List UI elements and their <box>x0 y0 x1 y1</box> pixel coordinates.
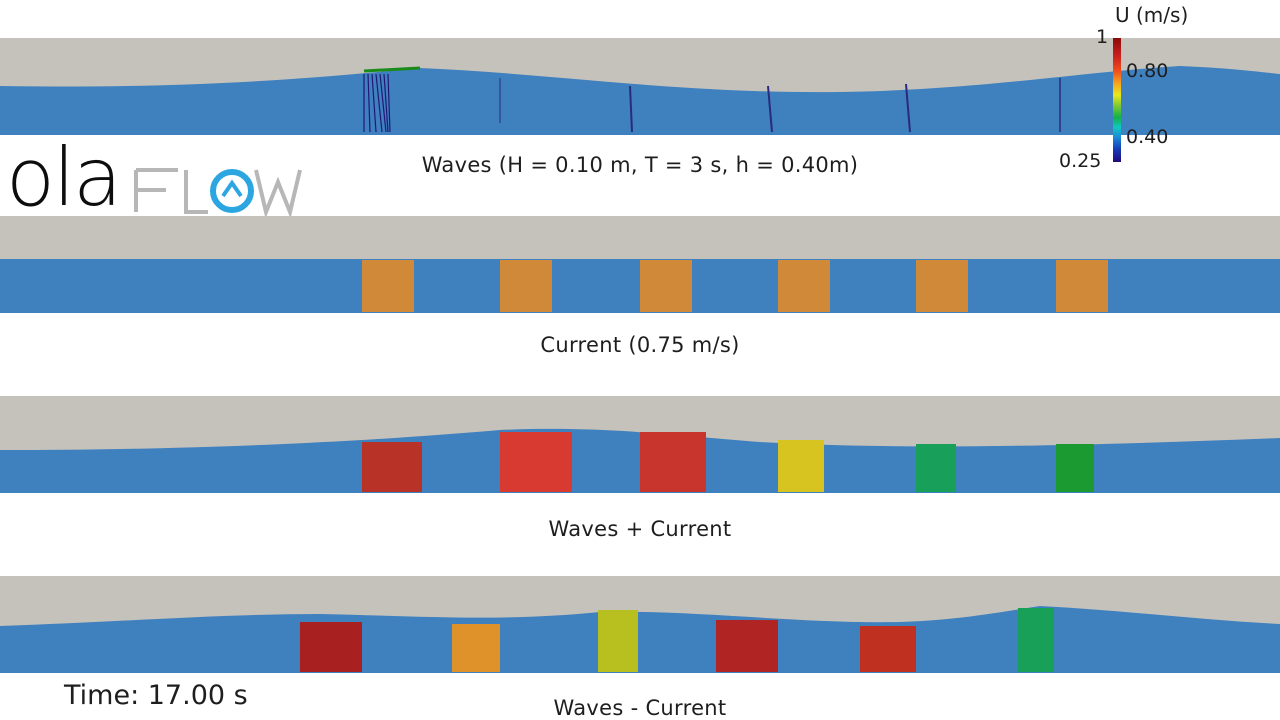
logo-ola-text: ola <box>6 131 122 224</box>
velocity-legend: U (m/s) 1 0.80 0.40 0.25 <box>1050 0 1280 180</box>
legend-tick-min: 0.25 <box>1059 150 1102 172</box>
panel-waves-scene <box>0 38 1280 135</box>
panel-waves-plus-current-scene <box>0 396 1280 493</box>
legend-tick-max: 1 <box>1096 26 1109 48</box>
panel-waves-minus-current <box>0 576 1280 676</box>
panel-waves-plus-current-caption: Waves + Current <box>548 517 732 541</box>
logo-flow-mark <box>134 168 302 219</box>
velocity-vectors <box>362 260 1108 312</box>
olaflow-logo: ola <box>6 131 306 224</box>
panel-waves-caption: Waves (H = 0.10 m, T = 3 s, h = 0.40m) <box>421 153 859 177</box>
panel-current <box>0 216 1280 316</box>
panel-current-caption: Current (0.75 m/s) <box>540 333 740 357</box>
panel-current-scene <box>0 216 1280 313</box>
panel-waves-plus-current <box>0 396 1280 496</box>
panel-waves-minus-current-caption: Waves - Current <box>553 696 727 720</box>
time-label: Time: 17.00 s <box>64 680 248 711</box>
legend-color-bar <box>1113 38 1121 162</box>
velocity-vectors <box>363 66 1061 133</box>
legend-tick-040: 0.40 <box>1126 126 1169 148</box>
legend-title: U (m/s) <box>1115 3 1189 27</box>
velocity-vectors <box>300 608 1054 672</box>
panel-waves <box>0 38 1280 138</box>
velocity-vectors <box>362 432 1094 492</box>
panel-waves-minus-current-scene <box>0 576 1280 673</box>
legend-tick-080: 0.80 <box>1126 60 1169 82</box>
